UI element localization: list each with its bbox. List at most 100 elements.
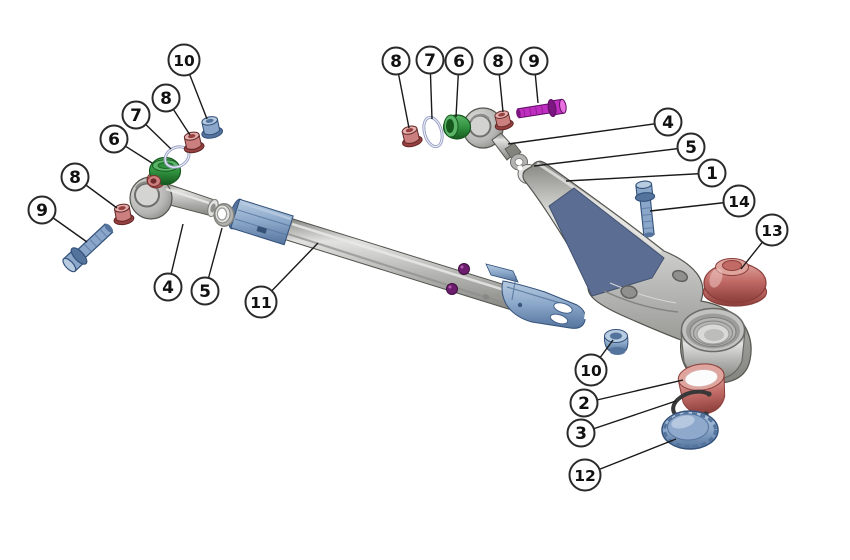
callout-circle[interactable] bbox=[415, 45, 445, 75]
callout-11[interactable]: 11 bbox=[244, 242, 319, 319]
callout-number: 4 bbox=[162, 278, 174, 298]
tube-highlight bbox=[291, 222, 515, 295]
hex-fitting bbox=[230, 198, 294, 246]
callout-number: 2 bbox=[578, 394, 590, 414]
part-7-oring-top[interactable] bbox=[421, 115, 446, 149]
callout-14[interactable]: 14 bbox=[649, 184, 756, 218]
arm-inlay bbox=[548, 187, 665, 297]
nut-cup-bore bbox=[610, 332, 622, 340]
rod-end-eye-bore bbox=[134, 182, 160, 208]
callout-7[interactable]: 7 bbox=[415, 45, 445, 120]
callout-10[interactable]: 10 bbox=[574, 339, 614, 387]
cap-scallop bbox=[663, 412, 717, 448]
callout-8[interactable]: 8 bbox=[381, 46, 411, 129]
callout-circle[interactable] bbox=[244, 285, 278, 319]
hex-notch bbox=[256, 226, 267, 234]
callout-circle[interactable] bbox=[755, 213, 789, 247]
callout-9[interactable]: 9 bbox=[519, 46, 549, 104]
plate-ridge-highlight bbox=[609, 282, 677, 304]
callout-7[interactable]: 7 bbox=[121, 100, 172, 150]
lock-ring-hole bbox=[216, 207, 228, 221]
callout-4[interactable]: 4 bbox=[507, 107, 683, 145]
callout-circle[interactable] bbox=[153, 272, 183, 302]
part-4-rod-end-left[interactable] bbox=[129, 176, 220, 220]
leader-line bbox=[583, 379, 684, 404]
callout-circle[interactable] bbox=[121, 100, 151, 130]
purple-plug-1-highlight bbox=[460, 265, 464, 269]
tube-shadow bbox=[287, 232, 511, 307]
callout-5[interactable]: 5 bbox=[190, 227, 223, 306]
callout-circle[interactable] bbox=[653, 107, 683, 137]
part-2-bushing-sleeve[interactable] bbox=[677, 361, 729, 416]
part-12-cover-cap[interactable] bbox=[661, 410, 719, 450]
callout-circle[interactable] bbox=[151, 83, 181, 113]
parts-layer bbox=[59, 97, 768, 450]
callout-number: 8 bbox=[492, 52, 504, 72]
plate-hole-2 bbox=[620, 285, 638, 299]
callout-circle[interactable] bbox=[574, 353, 608, 387]
callout-4[interactable]: 4 bbox=[153, 223, 184, 302]
callout-circle[interactable] bbox=[444, 46, 474, 76]
callout-circle[interactable] bbox=[569, 388, 599, 418]
callout-3[interactable]: 3 bbox=[566, 400, 677, 448]
callout-circle[interactable] bbox=[381, 46, 411, 76]
callout-number: 8 bbox=[69, 168, 81, 188]
sleeve-bore bbox=[684, 368, 719, 388]
callout-circle[interactable] bbox=[568, 458, 602, 492]
callout-circle[interactable] bbox=[697, 158, 727, 188]
callout-circle[interactable] bbox=[60, 162, 90, 192]
clevis-slot-1 bbox=[553, 302, 573, 314]
callout-8[interactable]: 8 bbox=[60, 162, 118, 209]
part-5-lock-ring-left[interactable] bbox=[213, 203, 235, 227]
part-6-bushing-left[interactable] bbox=[146, 156, 182, 189]
callout-2[interactable]: 2 bbox=[569, 379, 684, 418]
plate-hole-1 bbox=[671, 269, 689, 283]
part-11-tie-rod[interactable] bbox=[226, 198, 593, 329]
callout-circle[interactable] bbox=[722, 184, 756, 218]
callout-13[interactable]: 13 bbox=[740, 213, 789, 270]
callout-circle[interactable] bbox=[99, 124, 129, 154]
callout-5[interactable]: 5 bbox=[533, 132, 706, 167]
callout-8[interactable]: 8 bbox=[483, 46, 513, 113]
part-13-rubber-boot[interactable] bbox=[702, 258, 768, 307]
callout-number: 13 bbox=[761, 222, 783, 240]
callout-circle[interactable] bbox=[676, 132, 706, 162]
callout-12[interactable]: 12 bbox=[568, 438, 677, 492]
callout-6[interactable]: 6 bbox=[444, 46, 474, 118]
callout-1[interactable]: 1 bbox=[565, 158, 727, 188]
callout-8[interactable]: 8 bbox=[151, 83, 191, 136]
part-8-flange-nut-top-a[interactable] bbox=[398, 124, 424, 149]
callout-circle[interactable] bbox=[167, 43, 201, 77]
callout-circle[interactable] bbox=[483, 46, 513, 76]
part-9-bolt-top[interactable] bbox=[514, 97, 568, 123]
boot-cap-top bbox=[722, 260, 742, 271]
callout-number: 3 bbox=[575, 424, 587, 444]
arm-jaw-ring-a-hole bbox=[514, 157, 524, 167]
callout-circle[interactable] bbox=[190, 276, 220, 306]
part-10-flange-nut-bottom[interactable] bbox=[603, 329, 629, 356]
leader-line bbox=[507, 121, 669, 145]
boot-highlight bbox=[709, 268, 723, 288]
leader-line bbox=[580, 400, 677, 434]
callout-6[interactable]: 6 bbox=[99, 124, 153, 164]
callout-circle[interactable] bbox=[27, 195, 57, 225]
clevis-notch bbox=[584, 312, 593, 320]
part-10-flange-nut-left[interactable] bbox=[198, 114, 224, 140]
shaft-highlight bbox=[165, 187, 210, 205]
plate-ridge bbox=[603, 290, 679, 313]
purple-plug-2-highlight bbox=[448, 285, 452, 289]
callout-number: 7 bbox=[424, 51, 436, 71]
callout-number: 6 bbox=[453, 52, 465, 72]
callout-10[interactable]: 10 bbox=[167, 43, 208, 120]
callout-number: 14 bbox=[728, 193, 750, 211]
callout-circle[interactable] bbox=[566, 418, 596, 448]
callout-circle[interactable] bbox=[519, 46, 549, 76]
part-9-bolt-left[interactable] bbox=[59, 218, 118, 276]
callout-9[interactable]: 9 bbox=[27, 195, 88, 243]
callout-number: 5 bbox=[685, 138, 697, 158]
hex-highlight bbox=[241, 201, 292, 221]
part-14-screw[interactable] bbox=[633, 180, 659, 239]
part-6-bushing-top[interactable] bbox=[442, 114, 472, 140]
